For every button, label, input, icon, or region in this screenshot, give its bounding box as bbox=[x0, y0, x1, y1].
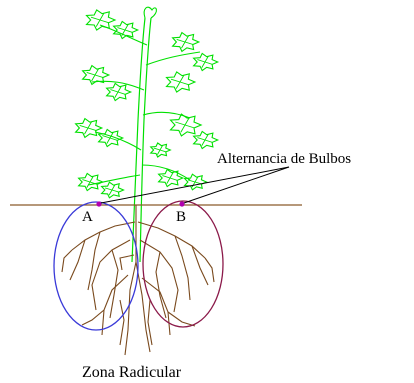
leaf-cluster bbox=[185, 174, 207, 190]
point-b-label: B bbox=[176, 209, 186, 225]
leaf-cluster bbox=[194, 131, 218, 148]
root-strand bbox=[120, 300, 124, 345]
branch bbox=[146, 52, 200, 65]
root-strand bbox=[125, 205, 136, 355]
leaf-cluster bbox=[173, 33, 199, 52]
root-strand bbox=[140, 240, 178, 312]
root-strand bbox=[82, 310, 104, 325]
leaf-cluster bbox=[79, 173, 103, 190]
root-strand bbox=[88, 232, 100, 290]
leaf-cluster bbox=[107, 83, 131, 100]
bulb-a-ellipse bbox=[54, 202, 138, 330]
top-sprout bbox=[144, 7, 156, 18]
leaf-cluster bbox=[114, 21, 138, 38]
root-strand bbox=[62, 250, 72, 272]
leaf-cluster bbox=[151, 143, 171, 157]
emitter-b-dot bbox=[179, 201, 184, 206]
root-strand bbox=[168, 312, 195, 326]
leaf-cluster bbox=[99, 129, 123, 146]
bulb-alternation-label: Alternancia de Bulbos bbox=[217, 151, 351, 167]
leaf-cluster bbox=[171, 114, 202, 136]
root-strand bbox=[142, 278, 170, 335]
root-strand bbox=[72, 222, 135, 250]
leaf-cluster bbox=[194, 53, 218, 70]
root-strand bbox=[192, 246, 208, 285]
tomato-plant bbox=[76, 7, 218, 262]
leaf-cluster bbox=[102, 182, 124, 198]
root-strand bbox=[205, 258, 214, 282]
leader-line-b bbox=[184, 167, 289, 203]
root-strand bbox=[175, 236, 190, 300]
root-strand bbox=[156, 252, 166, 318]
branch bbox=[95, 132, 141, 150]
leaf-cluster bbox=[159, 169, 183, 186]
root-strand bbox=[110, 250, 118, 318]
root-zone-label: Zona Radicular bbox=[82, 364, 182, 381]
root-strand bbox=[92, 240, 130, 310]
root-strand bbox=[148, 300, 152, 345]
leader-line-a bbox=[101, 167, 289, 203]
point-a-label: A bbox=[82, 209, 93, 225]
root-strand bbox=[102, 275, 128, 335]
root-system bbox=[62, 205, 214, 355]
leaf-cluster bbox=[76, 119, 102, 138]
leaf-cluster bbox=[87, 10, 116, 30]
leaf-cluster bbox=[167, 72, 195, 92]
emitter-a-dot bbox=[96, 201, 101, 206]
